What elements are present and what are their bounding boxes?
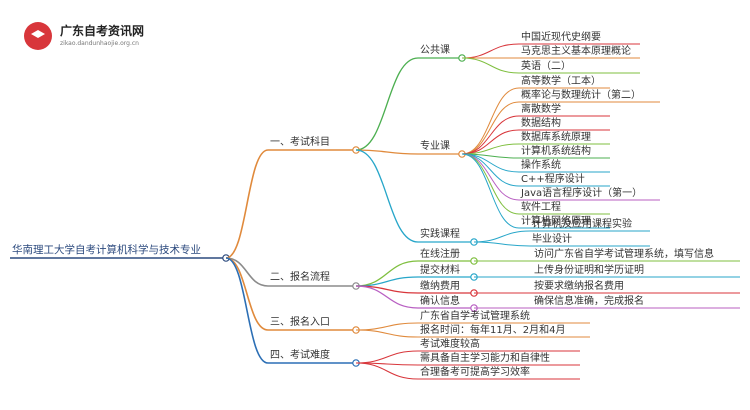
step-detail: 确保信息准确，完成报名 (534, 296, 644, 307)
course-item: 中国近现代史纲要 (521, 32, 601, 43)
connector-curve (225, 257, 269, 331)
connector-curve (461, 153, 520, 229)
course-item: 高等数学（工本） (521, 76, 601, 87)
connector-curve (461, 57, 520, 74)
connector-curve (225, 149, 269, 259)
connector-curve (355, 322, 419, 331)
difficulty-item: 需具备自主学习能力和自律性 (420, 353, 550, 364)
root-node: 华南理工大学自考计算机科学与技术专业 (12, 244, 201, 256)
step-detail: 上传身份证明和学历证明 (534, 265, 644, 276)
difficulty-item: 考试难度较高 (420, 339, 480, 350)
step-online-register: 在线注册 (420, 249, 460, 260)
branch-registration-process: 二、报名流程 (270, 272, 330, 283)
site-title: 广东自考资讯网 (60, 24, 145, 38)
step-detail: 按要求缴纳报名费用 (534, 281, 624, 292)
graduation-cap-icon (24, 22, 52, 50)
category-major-courses: 专业课 (420, 141, 450, 152)
branch-exam-subjects: 一、考试科目 (270, 137, 330, 148)
site-logo: 广东自考资讯网 zikao.dandunhaojie.org.cn (24, 16, 174, 56)
connector-curve (461, 153, 520, 187)
connector-curve (355, 260, 419, 287)
course-item: Java语言程序设计（第一） (521, 188, 643, 199)
difficulty-item: 合理备考可提高学习效率 (420, 367, 530, 378)
connector-curve (461, 101, 520, 155)
course-item: 概率论与数理统计（第二） (521, 90, 641, 101)
course-item: 计算机系统结构 (521, 146, 591, 157)
connector-curve (355, 57, 419, 151)
step-pay-fees: 缴纳费用 (420, 281, 460, 292)
category-practice-courses: 实践课程 (420, 229, 460, 240)
site-url: zikao.dandunhaojie.org.cn (60, 40, 139, 47)
connector-curve (355, 149, 419, 243)
connector-curve (225, 257, 269, 364)
connector-curve (355, 285, 419, 309)
course-item: 马克思主义基本原理概论 (521, 46, 631, 57)
branch-exam-difficulty: 四、考试难度 (270, 350, 330, 361)
entry-item: 广东省自学考试管理系统 (420, 311, 530, 322)
course-item: 操作系统 (521, 160, 561, 171)
connector-curve (355, 350, 419, 364)
branch-registration-entry: 三、报名入口 (270, 317, 330, 328)
step-submit-materials: 提交材料 (420, 265, 460, 276)
course-item: 计算机及应用课程实验 (532, 219, 632, 230)
category-public-courses: 公共课 (420, 45, 450, 56)
course-item: C++程序设计 (521, 174, 585, 185)
connector-curve (461, 129, 520, 155)
course-item: 数据结构 (521, 118, 561, 129)
entry-item: 报名时间：每年11月、2月和4月 (420, 325, 566, 336)
step-confirm-info: 确认信息 (420, 296, 460, 307)
connector-curve (355, 362, 419, 380)
connector-curve (461, 87, 520, 155)
course-item: 毕业设计 (532, 234, 572, 245)
course-item: 离散数学 (521, 104, 561, 115)
course-item: 计算机网络原理 (521, 216, 591, 227)
connector-curve (355, 149, 419, 155)
course-item: 英语（二） (521, 61, 571, 72)
course-item: 软件工程 (521, 202, 561, 213)
connector-curve (355, 329, 419, 338)
connector-curve (473, 241, 531, 247)
connector-curve (461, 153, 520, 201)
course-item: 数据库系统原理 (521, 132, 591, 143)
step-detail: 访问广东省自学考试管理系统，填写信息 (534, 249, 714, 260)
connector-curve (461, 43, 520, 59)
connector-curve (473, 230, 531, 243)
